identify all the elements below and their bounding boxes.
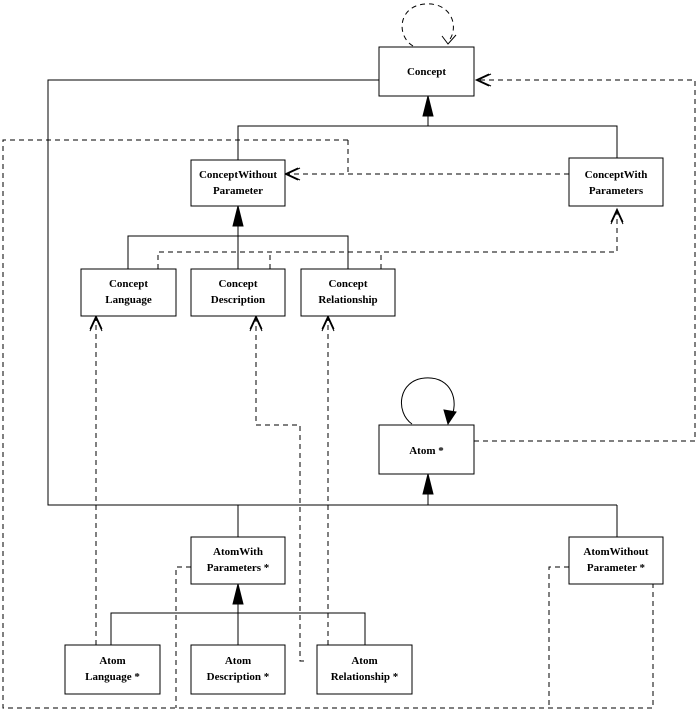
atom-language-box: Atom Language * xyxy=(64,644,161,695)
concept-description-label-1: Concept xyxy=(218,278,257,290)
concept-self-loop-arrowhead xyxy=(441,34,457,45)
atom-with-parameters-label-1: AtomWith xyxy=(213,546,263,558)
edge-atomwith-arrowhead xyxy=(232,583,244,605)
edge-atom-arrowhead xyxy=(422,473,434,495)
concept-relationship-label-1: Concept xyxy=(328,278,367,290)
edge-atomwith-left-route xyxy=(175,566,191,708)
atom-without-parameter-box: AtomWithout Parameter * xyxy=(568,536,664,585)
concept-language-box: Concept Language xyxy=(80,268,177,317)
atom-with-parameters-box: AtomWith Parameters * xyxy=(190,536,286,585)
atom-relationship-label-1: Atom xyxy=(351,655,377,667)
edge-atomwith-subtypes xyxy=(110,604,366,645)
concept-self-loop xyxy=(401,3,454,47)
edge-atomwithout-left-route xyxy=(548,566,569,708)
edge-atom-to-concept-arrowhead xyxy=(474,73,492,87)
atom-relationship-label-2: Relationship * xyxy=(331,671,399,683)
concept-with-parameters-label-2: Parameters xyxy=(589,185,644,197)
atom-description-label-2: Description * xyxy=(207,671,270,683)
edge-atomdescription-to-conceptdescription xyxy=(255,316,304,662)
edge-conceptwithout-subtypes xyxy=(127,226,349,269)
concept-label: Concept xyxy=(407,66,446,78)
atom-description-box: Atom Description * xyxy=(190,644,286,695)
concept-language-label-1: Concept xyxy=(109,278,148,290)
atom-without-parameter-label-2: Parameter * xyxy=(587,562,646,574)
atom-language-label-1: Atom xyxy=(99,655,125,667)
atom-self-loop xyxy=(401,377,455,425)
concept-without-parameter-label-2: Parameter xyxy=(213,185,263,197)
atom-description-label-1: Atom xyxy=(225,655,251,667)
atom-without-parameter-label-1: AtomWithout xyxy=(583,546,649,558)
concept-relationship-label-2: Relationship xyxy=(318,294,377,306)
edge-concept-arrowhead xyxy=(422,95,434,117)
edge-atom-subtypes xyxy=(237,494,618,537)
edge-concept-subtypes xyxy=(237,116,618,160)
atom-box: Atom * xyxy=(378,424,475,475)
edge-conceptwithout-arrowhead xyxy=(232,205,244,227)
edge-to-conceptwith-arrowhead xyxy=(610,207,624,225)
atom-self-loop-arrowhead xyxy=(443,409,457,426)
concept-relationship-box: Concept Relationship xyxy=(300,268,396,317)
edge-concept-subtypes-to-conceptwith xyxy=(157,209,618,269)
concept-description-box: Concept Description xyxy=(190,268,286,317)
concept-without-parameter-label-1: ConceptWithout xyxy=(199,169,277,181)
edge-atom-to-concept xyxy=(474,79,696,442)
atom-label: Atom * xyxy=(409,445,444,457)
edge-conceptwithout-left-route xyxy=(2,139,654,709)
atom-language-label-2: Language * xyxy=(85,671,140,683)
concept-with-parameters-label-1: ConceptWith xyxy=(585,169,648,181)
concept-language-label-2: Language xyxy=(105,294,152,306)
atom-with-parameters-label-2: Parameters * xyxy=(207,562,270,574)
concept-with-parameters-box: ConceptWith Parameters xyxy=(568,157,664,207)
concept-without-parameter-box: ConceptWithout Parameter xyxy=(190,159,286,207)
edge-atom-group-to-concept xyxy=(47,79,617,506)
concept-description-label-2: Description xyxy=(211,294,265,306)
atom-relationship-box: Atom Relationship * xyxy=(316,644,413,695)
concept-box: Concept xyxy=(378,46,475,97)
